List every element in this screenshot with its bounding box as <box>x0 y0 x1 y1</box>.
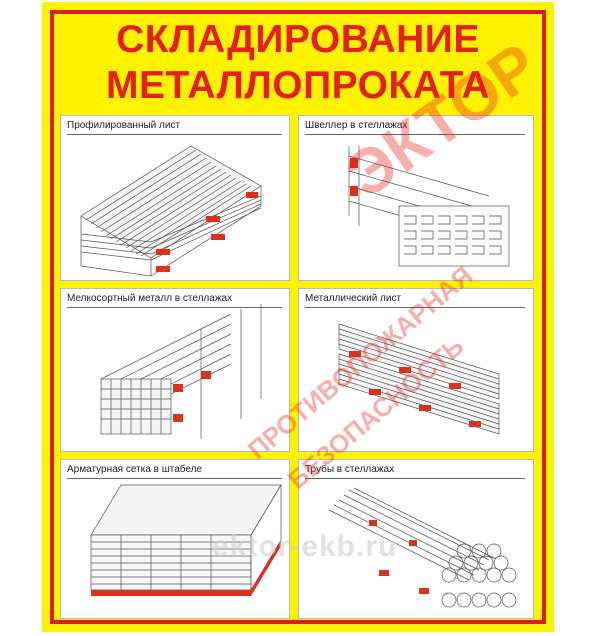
pipe-racks-illustration <box>328 487 517 608</box>
panel-pipe-racks: Трубы в стеллажах <box>298 459 534 619</box>
watermark-site: ektor-ekb.ru <box>212 530 398 563</box>
wooden-deck <box>91 590 251 596</box>
panel-label: Металлический лист <box>305 293 525 308</box>
panel-label: Мелкосортный металл в стеллажах <box>67 293 282 308</box>
panel-label: Швеллер в стеллажах <box>305 120 525 135</box>
panel-small-section-metal: Мелкосортный металл в стеллажах <box>60 288 290 452</box>
panel-label: Профилированный лист <box>67 120 282 135</box>
panel-profiled-sheet: Профилированный лист <box>60 115 290 281</box>
panel-metal-sheet: Металлический лист <box>298 288 534 452</box>
poster-frame <box>50 10 546 624</box>
poster-title-line1: СКЛАДИРОВАНИЕ <box>116 18 480 61</box>
panel-channel-racks: Швеллер в стеллажах <box>298 115 534 281</box>
panel-rebar-mesh: Арматурная сетка в штабеле <box>60 459 290 619</box>
rebar-mesh-illustration <box>90 483 282 596</box>
small-section-metal-illustration <box>100 304 262 439</box>
panel-label: Арматурная сетка в штабеле <box>67 464 282 479</box>
metal-sheet-illustration <box>338 323 500 435</box>
panel-label: Трубы в стеллажах <box>305 464 525 479</box>
channel-racks-illustration <box>348 146 510 267</box>
poster-title-line2: МЕТАЛЛОПРОКАТА <box>106 64 490 107</box>
poster: СКЛАДИРОВАНИЕ МЕТАЛЛОПРОКАТА Профилирова… <box>42 2 554 632</box>
profiled-sheet-illustration <box>80 145 262 277</box>
